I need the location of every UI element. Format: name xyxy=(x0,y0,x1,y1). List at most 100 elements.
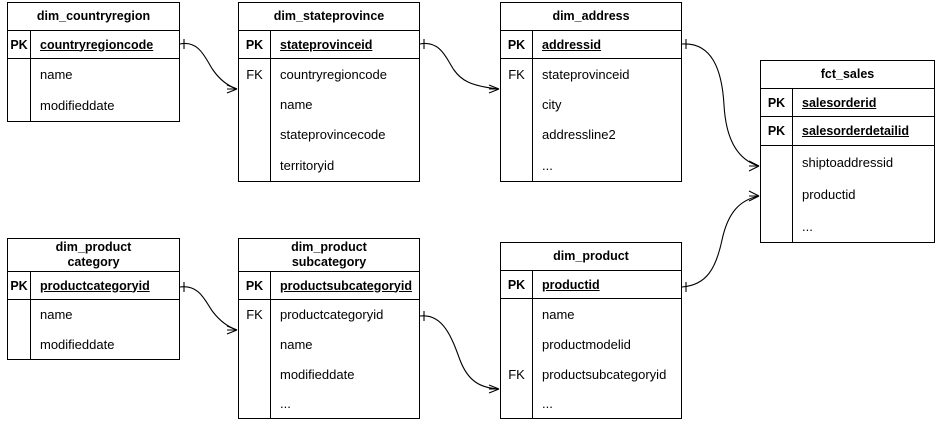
attribute-row: modifieddate xyxy=(40,336,115,352)
attribute-row: name xyxy=(280,336,313,352)
attribute-row: productcategoryid xyxy=(280,307,384,322)
attribute-key-tag xyxy=(8,329,30,359)
key-column-label: productid xyxy=(542,277,600,292)
key-column-label: stateprovinceid xyxy=(280,37,373,52)
entity-key-row[interactable]: PK stateprovinceid xyxy=(239,31,419,59)
entity-attribute-section: shiptoaddressid productid ... xyxy=(761,146,934,242)
entity-dim-productcategory[interactable]: dim_product category PK productcategoryi… xyxy=(7,238,180,360)
entity-attribute-section: FK countryregioncode name stateprovincec… xyxy=(239,59,419,181)
attribute-key-tag xyxy=(501,119,532,150)
key-tag-pk: PK xyxy=(761,117,793,145)
attribute-key-tag xyxy=(239,329,270,359)
attribute-key-column xyxy=(8,300,31,359)
attribute-row: shiptoaddressid xyxy=(802,154,894,170)
key-column-name: productcategoryid xyxy=(31,272,179,299)
attribute-list: name modifieddate xyxy=(31,59,179,121)
key-column-label: productsubcategoryid xyxy=(280,278,412,293)
attribute-list: name productmodelid productsubcategoryid… xyxy=(533,299,681,418)
key-tag-pk: PK xyxy=(8,31,31,58)
key-column-label: countryregioncode xyxy=(40,37,154,52)
key-column-name: salesorderdetailid xyxy=(793,117,934,145)
attribute-key-tag xyxy=(501,89,532,119)
attribute-row: productsubcategoryid xyxy=(542,366,667,382)
entity-dim-countryregion[interactable]: dim_countryregion PK countryregioncode n… xyxy=(7,2,180,122)
attribute-key-tag xyxy=(8,90,30,121)
entity-title: dim_countryregion xyxy=(8,3,179,31)
key-column-name: countryregioncode xyxy=(31,31,179,58)
entity-title: dim_product xyxy=(501,243,681,271)
attribute-key-column: FK xyxy=(239,300,271,418)
attribute-key-tag xyxy=(8,300,30,329)
attribute-row: countryregioncode xyxy=(280,66,387,82)
attribute-row: modifieddate xyxy=(280,366,355,382)
attribute-key-tag xyxy=(761,210,792,242)
attribute-row: stateprovinceid xyxy=(542,66,630,82)
key-tag-pk: PK xyxy=(239,272,271,299)
attribute-key-tag xyxy=(239,119,270,150)
key-tag-pk: PK xyxy=(8,272,31,299)
attribute-key-tag-fk: FK xyxy=(508,366,525,382)
attribute-key-tag-fk: FK xyxy=(246,307,263,322)
entity-attribute-section: FK name productmodelid productsubcategor… xyxy=(501,299,681,418)
entity-attribute-section: name modifieddate xyxy=(8,59,179,121)
attribute-key-tag xyxy=(239,89,270,119)
entity-dim-address[interactable]: dim_address PK addressid FK stateprovinc… xyxy=(500,2,682,182)
entity-key-row[interactable]: PK salesorderdetailid xyxy=(761,117,934,146)
attribute-row: ... xyxy=(280,396,291,411)
relationship-productcategory-productsubcategory xyxy=(179,282,238,335)
entity-key-row[interactable]: PK countryregioncode xyxy=(8,31,179,59)
entity-title: fct_sales xyxy=(761,61,934,89)
attribute-row: stateprovincecode xyxy=(280,127,386,142)
attribute-key-tag-fk: FK xyxy=(508,66,525,82)
attribute-row: productid xyxy=(802,186,856,202)
attribute-key-tag-fk: FK xyxy=(246,66,263,82)
entity-title: dim_product subcategory xyxy=(239,239,419,272)
attribute-key-tag xyxy=(501,150,532,181)
attribute-key-tag xyxy=(239,389,270,418)
attribute-key-tag xyxy=(239,150,270,181)
key-column-name: salesorderid xyxy=(793,89,934,116)
key-column-name: addressid xyxy=(533,31,681,58)
entity-key-row[interactable]: PK salesorderid xyxy=(761,89,934,117)
relationship-countryregion-stateprovince xyxy=(179,39,238,94)
relationship-address-fctsales xyxy=(681,39,760,172)
attribute-key-tag xyxy=(239,359,270,389)
attribute-row: name xyxy=(40,307,73,322)
entity-key-row[interactable]: PK productcategoryid xyxy=(8,272,179,300)
key-column-label: salesorderdetailid xyxy=(802,124,909,138)
attribute-row: ... xyxy=(802,218,813,234)
attribute-key-column: FK xyxy=(501,59,533,181)
entity-attribute-section: name modifieddate xyxy=(8,300,179,359)
key-tag-pk: PK xyxy=(239,31,271,58)
entity-key-row[interactable]: PK addressid xyxy=(501,31,681,59)
attribute-key-tag xyxy=(501,329,532,359)
entity-key-row[interactable]: PK productsubcategoryid xyxy=(239,272,419,300)
attribute-row: name xyxy=(280,96,313,112)
attribute-row: addressline2 xyxy=(542,127,616,142)
attribute-key-column: FK xyxy=(239,59,271,181)
attribute-key-tag xyxy=(761,178,792,210)
key-tag-pk: PK xyxy=(501,271,533,298)
entity-dim-productsubcategory[interactable]: dim_product subcategory PK productsubcat… xyxy=(238,238,420,419)
attribute-list: shiptoaddressid productid ... xyxy=(793,146,934,242)
entity-key-row[interactable]: PK productid xyxy=(501,271,681,299)
key-column-label: productcategoryid xyxy=(40,278,150,293)
entity-attribute-section: FK stateprovinceid city addressline2 ... xyxy=(501,59,681,181)
attribute-row: ... xyxy=(542,158,553,173)
attribute-list: countryregioncode name stateprovincecode… xyxy=(271,59,419,181)
entity-dim-product[interactable]: dim_product PK productid FK name product… xyxy=(500,242,682,419)
key-tag-pk: PK xyxy=(761,89,793,116)
key-column-label: salesorderid xyxy=(802,95,877,110)
key-column-label: addressid xyxy=(542,37,602,52)
attribute-row: name xyxy=(40,67,73,82)
attribute-key-column: FK xyxy=(501,299,533,418)
entity-dim-stateprovince[interactable]: dim_stateprovince PK stateprovinceid FK … xyxy=(238,2,420,182)
entity-attribute-section: FK productcategoryid name modifieddate .… xyxy=(239,300,419,418)
entity-fct-sales[interactable]: fct_sales PK salesorderid PK salesorderd… xyxy=(760,60,935,243)
entity-title: dim_product category xyxy=(8,239,179,272)
attribute-row: productmodelid xyxy=(542,336,631,352)
entity-title: dim_stateprovince xyxy=(239,3,419,31)
attribute-key-tag xyxy=(761,146,792,178)
key-tag-pk: PK xyxy=(501,31,533,58)
key-column-name: productid xyxy=(533,271,681,298)
